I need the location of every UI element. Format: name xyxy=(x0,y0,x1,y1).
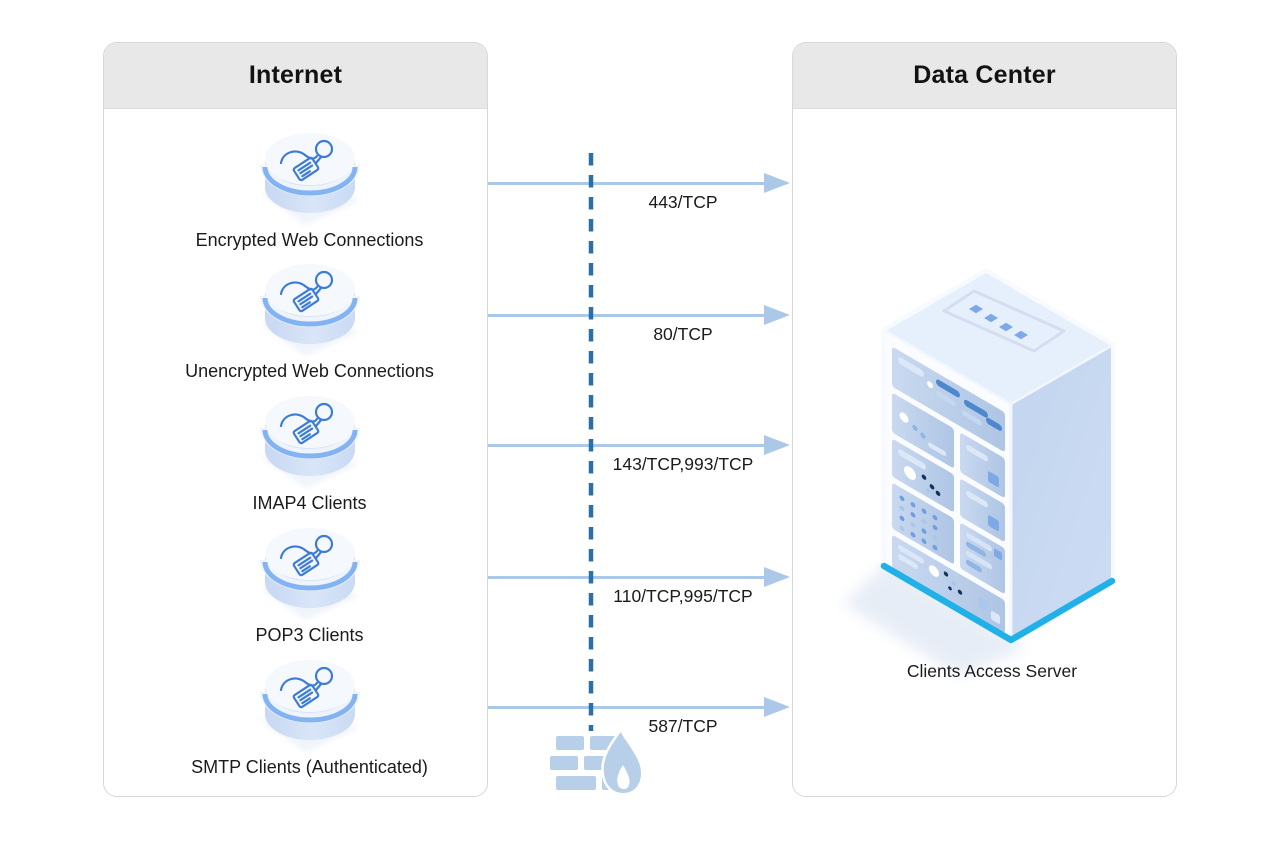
connection-row: 143/TCP,993/TCP xyxy=(488,435,790,481)
port-label: 110/TCP,995/TCP xyxy=(613,586,753,606)
client-item: IMAP4 Clients xyxy=(122,394,497,514)
connection-row: 110/TCP,995/TCP xyxy=(488,567,790,613)
client-label: SMTP Clients (Authenticated) xyxy=(191,757,428,777)
right-arrow-icon xyxy=(764,697,790,717)
client-item: POP3 Clients xyxy=(122,526,497,646)
user-mail-cylinder-icon xyxy=(255,394,365,490)
user-mail-cylinder-icon xyxy=(255,526,365,622)
arrow-line xyxy=(488,181,765,185)
port-label: 587/TCP xyxy=(648,716,718,736)
client-label: Unencrypted Web Connections xyxy=(185,361,434,381)
data-center-panel-title: Data Center xyxy=(913,61,1056,89)
port-label: 443/TCP xyxy=(648,192,718,212)
arrow-line xyxy=(488,443,765,447)
connection-row: 587/TCP xyxy=(488,697,790,743)
connection-row: 80/TCP xyxy=(488,305,790,351)
firewall-boundary-dashed-line xyxy=(588,153,594,731)
client-label: IMAP4 Clients xyxy=(252,493,367,513)
port-label: 143/TCP,993/TCP xyxy=(612,454,754,474)
arrow-line xyxy=(488,313,765,317)
server-tower-icon xyxy=(843,268,1116,676)
client-label: Encrypted Web Connections xyxy=(195,230,424,250)
firewall-brick-flame-icon xyxy=(550,726,644,796)
data-center-panel: Data Center xyxy=(792,42,1177,797)
user-mail-cylinder-icon xyxy=(255,131,365,227)
arrow-line xyxy=(488,575,765,579)
internet-panel-header: Internet xyxy=(104,43,487,109)
right-arrow-icon xyxy=(764,435,790,455)
client-item: SMTP Clients (Authenticated) xyxy=(122,658,497,778)
port-label: 80/TCP xyxy=(653,324,713,344)
right-arrow-icon xyxy=(764,305,790,325)
right-arrow-icon xyxy=(764,173,790,193)
internet-panel: Internet Encrypted Web Connections Unenc… xyxy=(103,42,488,797)
arrow-line xyxy=(488,705,765,709)
data-center-panel-header: Data Center xyxy=(793,43,1176,109)
right-arrow-icon xyxy=(764,567,790,587)
server-label: Clients Access Server xyxy=(906,661,1078,681)
user-mail-cylinder-icon xyxy=(255,262,365,358)
connection-row: 443/TCP xyxy=(488,173,790,219)
client-item: Encrypted Web Connections xyxy=(122,131,497,251)
user-mail-cylinder-icon xyxy=(255,658,365,754)
internet-panel-title: Internet xyxy=(248,61,343,89)
client-label: POP3 Clients xyxy=(255,625,364,645)
flame-icon xyxy=(601,726,644,796)
client-item: Unencrypted Web Connections xyxy=(122,262,497,382)
